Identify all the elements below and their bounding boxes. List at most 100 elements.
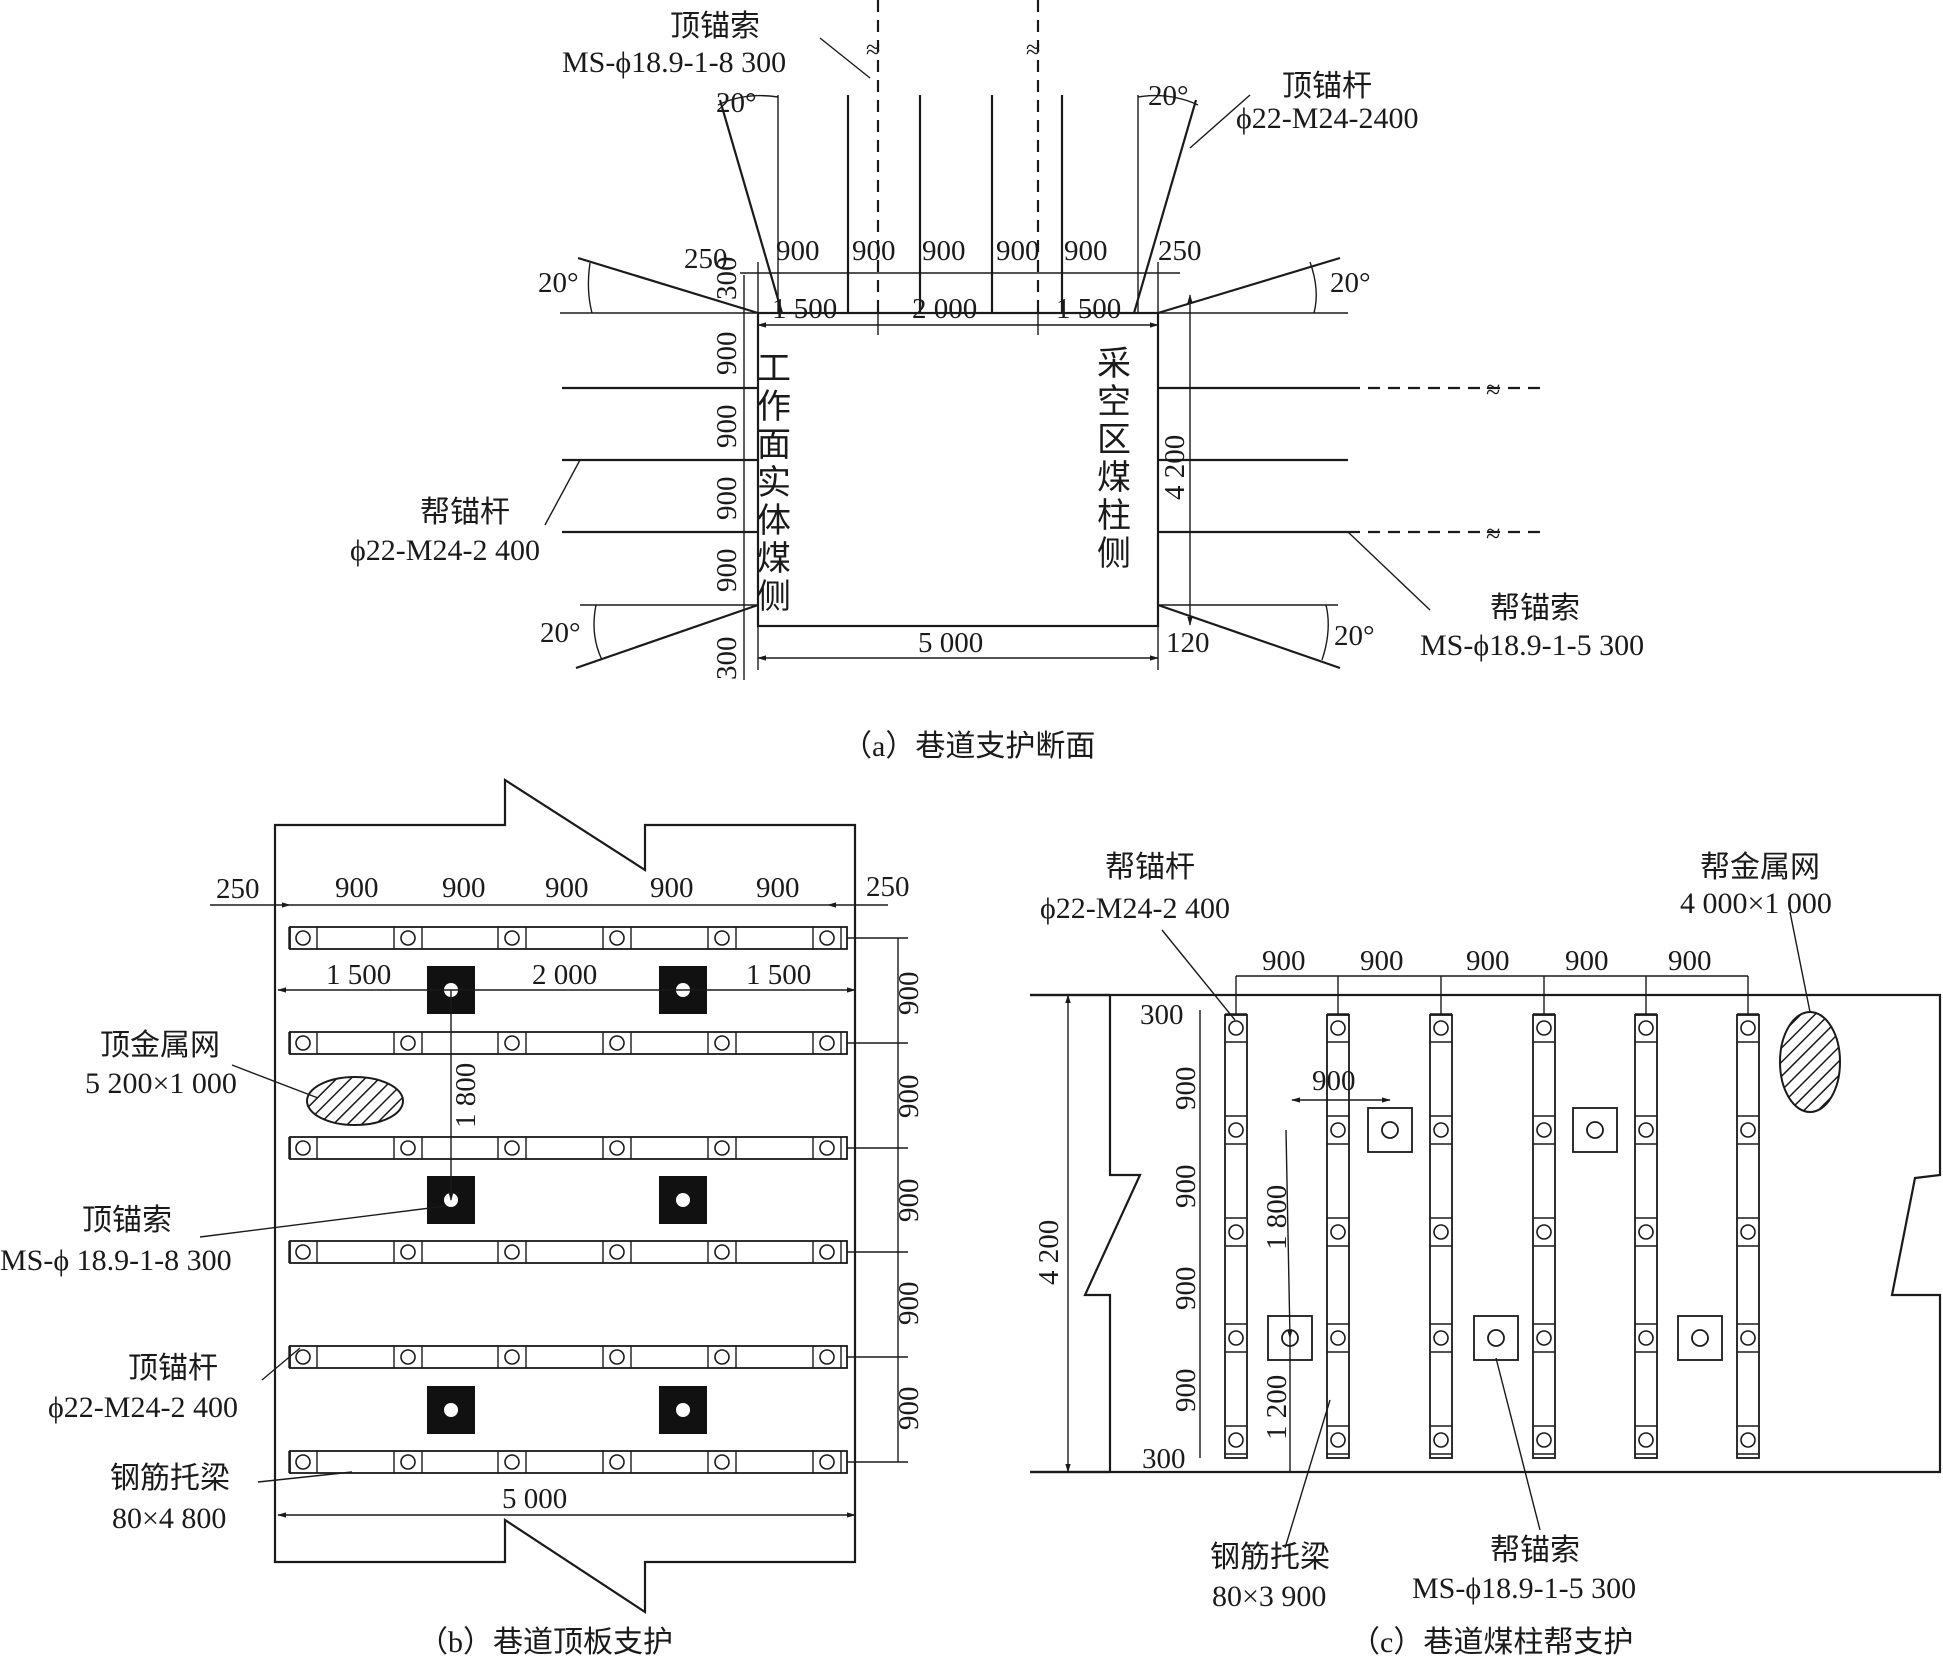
bolt-plate (295, 930, 311, 946)
bolt-plate (609, 1244, 625, 1260)
bolt-plate (295, 1349, 311, 1365)
roof-mesh-symbol (306, 1076, 404, 1126)
bolt-plate (819, 1244, 835, 1260)
side-bolt-bottom-left (575, 603, 759, 670)
bolt-plate (1228, 1020, 1244, 1036)
roof-mesh-spec: 5 200×1 000 (85, 1067, 237, 1100)
left-side-text: 工作面实体煤侧 (752, 350, 791, 616)
side-cable-hole (1586, 1121, 1604, 1139)
dim-2000: 2 000 (532, 959, 597, 991)
dim-1500: 1 500 (326, 959, 391, 991)
bolt-plate (1740, 1020, 1756, 1036)
bolt-plate (400, 1349, 416, 1365)
steel-beam (289, 1240, 848, 1264)
bolt-plate (295, 1035, 311, 1051)
break-mark: ≈ (866, 35, 880, 64)
side-mesh-symbol (1779, 1011, 1841, 1113)
bolt-plate (1536, 1122, 1552, 1138)
steel-beam (289, 1136, 848, 1160)
bolt-plate (714, 930, 730, 946)
dim-900: 900 (996, 235, 1040, 267)
svg-text:≈: ≈ (1486, 519, 1500, 548)
bolt-plate (1433, 1330, 1449, 1346)
dim-900: 900 (711, 549, 743, 593)
bolt-plate (1740, 1122, 1756, 1138)
bolt-plate (1330, 1122, 1346, 1138)
dim-900: 900 (1565, 945, 1609, 977)
bolt-plate (819, 930, 835, 946)
bolt-plate (400, 1035, 416, 1051)
roof-bolt-1 (718, 99, 784, 314)
side-cable-hole (1691, 1329, 1709, 1347)
dim-900: 900 (711, 405, 743, 449)
dim-900: 900 (1170, 1067, 1202, 1111)
bolt-plate (714, 1244, 730, 1260)
side-mesh-spec: 4 000×1 000 (1680, 887, 1832, 920)
bolt-plate (819, 1454, 835, 1470)
angle-label: 20° (716, 87, 757, 119)
bolt-plate (714, 1454, 730, 1470)
dim-900: 900 (1466, 945, 1510, 977)
bolt-plate (1433, 1020, 1449, 1036)
bolt-plate (1536, 1432, 1552, 1448)
side-bolt-name-c: 帮锚杆 (1105, 851, 1195, 884)
bolt-plate (819, 1140, 835, 1156)
dim-5000: 5 000 (918, 627, 983, 659)
dim-900: 900 (1668, 945, 1712, 977)
dim-900: 900 (1262, 945, 1306, 977)
steel-beams-c (1224, 976, 1760, 1459)
side-bolt-spec: ϕ22-M24-2 400 (350, 534, 540, 567)
bolt-plate (504, 1454, 520, 1470)
bolt-plate (400, 1454, 416, 1470)
side-bolt-top-left (577, 256, 759, 315)
side-bolt-name: 帮锚杆 (420, 496, 510, 529)
dim-900: 900 (1170, 1267, 1202, 1311)
side-cable-hole (1487, 1329, 1505, 1347)
bolt-plate (1536, 1020, 1552, 1036)
section-b-roof-support: 250 250 900 900 900 900 900 1 500 2 000 … (0, 777, 925, 1659)
bolt-plate (1228, 1122, 1244, 1138)
angle-label: 20° (540, 617, 581, 649)
angle-label: 20° (1334, 620, 1375, 652)
bolt-plate (1638, 1432, 1654, 1448)
dim-250: 250 (684, 243, 728, 275)
bolt-plate (1330, 1224, 1346, 1240)
angle-label: 20° (1148, 80, 1189, 112)
bolt-plate (1638, 1224, 1654, 1240)
dim-900: 900 (1360, 945, 1404, 977)
dim-900: 900 (893, 1282, 925, 1326)
steel-beams-b (288, 926, 908, 1474)
caption-a: （a）巷道支护断面 (842, 730, 1095, 763)
bolt-plate (1228, 1432, 1244, 1448)
dim-900: 900 (1312, 1065, 1356, 1097)
bolt-plate (1433, 1224, 1449, 1240)
roof-bolt-name-b: 顶锚杆 (128, 1352, 218, 1385)
caption-b: （b）巷道顶板支护 (418, 1626, 673, 1659)
roof-cable-spec: MS-ϕ18.9-1-8 300 (562, 46, 786, 79)
angle-label: 20° (1330, 267, 1371, 299)
bolt-plate (504, 1035, 520, 1051)
bolt-plate (295, 1454, 311, 1470)
bolt-plate (1638, 1122, 1654, 1138)
dim-900: 900 (893, 972, 925, 1016)
steel-beam-spec-c: 80×3 900 (1212, 1580, 1326, 1613)
bolt-plate (1330, 1330, 1346, 1346)
bolt-plate (295, 1244, 311, 1260)
dim-900: 900 (893, 1387, 925, 1431)
dim-120: 120 (1166, 627, 1210, 659)
bolt-plate (504, 1140, 520, 1156)
steel-beam (289, 1450, 848, 1474)
roadway-outline (756, 311, 1160, 628)
bolt-plate (819, 1035, 835, 1051)
dim-2000: 2 000 (912, 293, 977, 325)
bolt-plate (1433, 1122, 1449, 1138)
break-mark: ≈ (1026, 35, 1040, 64)
roof-cable-name: 顶锚索 (670, 10, 760, 43)
dim-4200: 4 200 (1159, 435, 1191, 500)
steel-beam (289, 1031, 848, 1055)
side-cable-spec-c: MS-ϕ18.9-1-5 300 (1412, 1572, 1636, 1605)
dim-300: 300 (1142, 1443, 1186, 1475)
bolt-plate (609, 930, 625, 946)
dim-900: 900 (893, 1075, 925, 1119)
